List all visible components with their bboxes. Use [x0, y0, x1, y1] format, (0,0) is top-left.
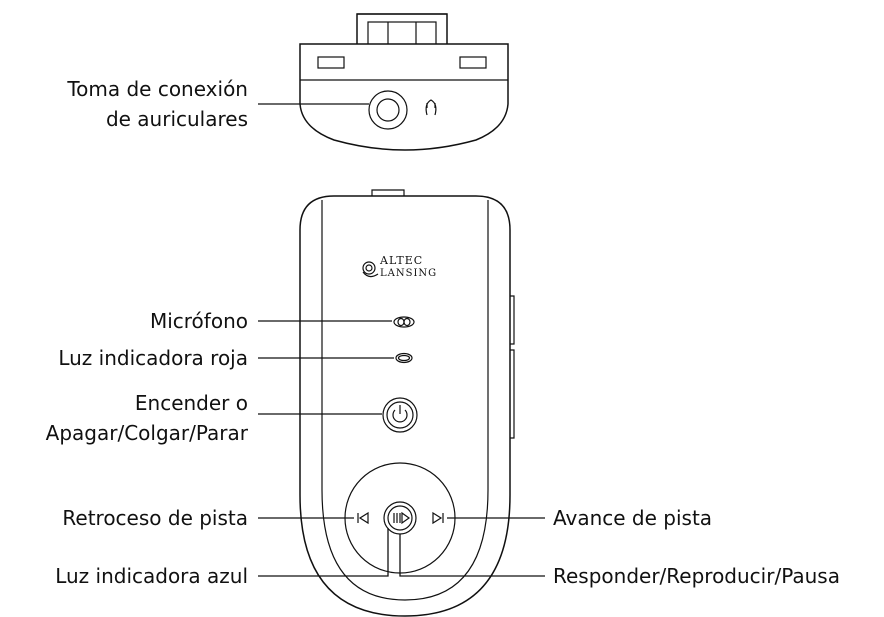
- label-next-track: Avance de pista: [553, 506, 712, 530]
- microphone-icon: [393, 316, 415, 328]
- label-power-line2: Apagar/Colgar/Parar: [46, 421, 249, 445]
- altec-lansing-logo: ALTEC LANSING: [362, 254, 437, 279]
- label-red-led: Luz indicadora roja: [58, 346, 248, 370]
- play-pause-icon: [393, 511, 411, 525]
- label-answer-play: Responder/Reproducir/Pausa: [553, 564, 840, 588]
- labels: Toma de conexión de auriculares Micrófon…: [46, 77, 840, 588]
- headphone-jack[interactable]: [368, 90, 408, 130]
- label-previous-track: Retroceso de pista: [62, 506, 248, 530]
- headphone-symbol-icon: [425, 99, 437, 116]
- skip-forward-icon[interactable]: [432, 511, 444, 525]
- device-front-view: ALTEC LANSING: [299, 189, 515, 617]
- label-headphone-jack-line1: Toma de conexión: [66, 77, 248, 101]
- power-button[interactable]: [382, 397, 418, 433]
- label-headphone-jack-line2: de auriculares: [106, 107, 248, 131]
- logo-line-1: ALTEC: [379, 254, 423, 267]
- label-power-line1: Encender o: [135, 391, 248, 415]
- red-led-indicator: [395, 352, 413, 364]
- skip-back-icon[interactable]: [357, 511, 369, 525]
- device-top-view: [299, 13, 509, 151]
- callout-lines: [258, 103, 545, 577]
- power-icon: [392, 405, 408, 423]
- logo-line-2: LANSING: [380, 268, 437, 279]
- label-blue-led: Luz indicadora azul: [55, 564, 248, 588]
- label-microphone: Micrófono: [150, 309, 248, 333]
